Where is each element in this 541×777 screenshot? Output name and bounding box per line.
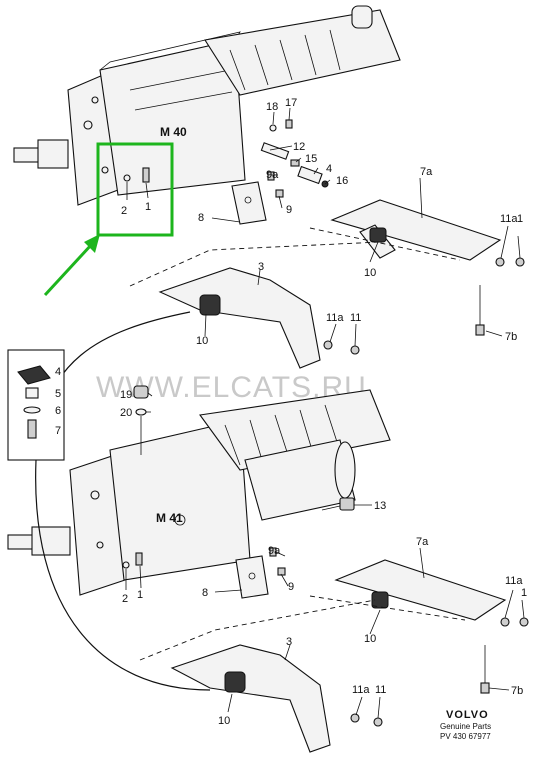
brand-name: VOLVO: [446, 709, 489, 721]
m40-housing: [99, 39, 246, 196]
callout-3-b: 3: [286, 636, 292, 648]
callout-7b-b: 7b: [511, 685, 523, 697]
callout-10: 10: [364, 267, 376, 279]
m41-bracket-8: [235, 547, 286, 599]
callout-10-b: 10: [364, 633, 376, 645]
highlight-annotation: [43, 142, 174, 297]
callout-11-b: 11: [375, 684, 386, 696]
top-leader-lines: [204, 107, 521, 347]
m41-curve-to-mount: [35, 459, 211, 691]
m40-crossmember-7a: [330, 199, 525, 336]
callout-8: 8: [198, 212, 204, 224]
legend-box: [7, 349, 65, 461]
callout-11a-mid-b: 11a: [352, 684, 370, 696]
m40-sensor-parts: [260, 119, 329, 188]
callout-1: 1: [145, 201, 151, 213]
callout-7a: 7a: [420, 166, 433, 178]
callout-7b: 7b: [505, 331, 517, 343]
callout-11a-mid: 11a: [326, 312, 344, 324]
m41-model-label: M 41: [156, 511, 183, 525]
m41-overdrive: [244, 439, 356, 521]
legend-5: 5: [55, 388, 61, 400]
callout-2-b: 2: [122, 593, 128, 605]
m40-crossmember-3: [158, 267, 360, 369]
m40-bolts: [123, 167, 150, 200]
callout-2: 2: [121, 205, 127, 217]
callout-9: 9: [286, 204, 292, 216]
m41-small-parts: [133, 385, 355, 511]
callout-11a-b: 11a: [505, 575, 523, 587]
m40-model-label: M 40: [160, 125, 187, 139]
callout-20: 20: [120, 407, 132, 419]
m40-top-cover: [204, 9, 401, 96]
callout-11: 11: [350, 312, 361, 324]
callout-7a-b: 7a: [416, 536, 429, 548]
callout-15: 15: [305, 153, 317, 165]
callout-17: 17: [285, 97, 297, 109]
callout-11a: 11a: [500, 213, 518, 225]
callout-9-b: 9: [288, 581, 294, 593]
callout-12: 12: [293, 141, 305, 153]
callout-3: 3: [258, 261, 264, 273]
callout-18: 18: [266, 101, 278, 113]
callout-8-b: 8: [202, 587, 208, 599]
callout-9a: 9a: [266, 169, 279, 181]
legend-7: 7: [55, 425, 61, 437]
bottom-leader-lines: [146, 392, 525, 719]
callout-19: 19: [120, 389, 132, 401]
m41-shaft-flange: [31, 526, 71, 556]
legend-6: 6: [55, 405, 61, 417]
highlight-box: [96, 142, 174, 237]
m41-bolts: [122, 552, 143, 590]
m41-shaft: [7, 534, 35, 550]
m40-dash-lines: [129, 227, 461, 287]
highlight-arrow-head: [84, 234, 100, 253]
m40-breather: [351, 5, 373, 29]
m41-top-cover: [199, 389, 391, 471]
callout-13: 13: [374, 500, 386, 512]
callout-1-b: 1: [137, 589, 143, 601]
legend-callouts: 4 5 6 7: [55, 366, 61, 437]
footer-brand: VOLVO Genuine Parts PV 430 67977: [440, 709, 491, 741]
m41-gearbox: [7, 389, 391, 596]
callout-1-right: 1: [517, 213, 523, 225]
m41-crossmember-7a: [334, 559, 529, 694]
bottom-callouts: 19 20 13 9a 9 8 7a 11a 1 10 7b 3 11a 11 …: [120, 389, 527, 727]
brand-subtitle: Genuine Parts: [440, 722, 491, 731]
catalog-code: PV 430 67977: [440, 732, 491, 741]
callout-9a-b: 9a: [268, 545, 281, 557]
m41-crossmember-3: [170, 644, 383, 753]
legend-4: 4: [55, 366, 61, 378]
m40-bracket-8: [231, 171, 284, 225]
callout-10-mid: 10: [196, 335, 208, 347]
m40-gearbox: [13, 5, 401, 206]
m41-dash-lines: [139, 595, 466, 661]
callout-4: 4: [326, 163, 332, 175]
callout-10-mid-b: 10: [218, 715, 230, 727]
m40-shaft-flange: [37, 139, 69, 169]
highlight-arrow-shaft: [43, 242, 94, 297]
m40-shaft: [13, 147, 41, 163]
callout-1-right-b: 1: [521, 587, 527, 599]
callout-16: 16: [336, 175, 348, 187]
top-callouts: 18 17 12 15 4 16 9a 9 8 7a 11a 1 10 3 11…: [121, 97, 523, 347]
